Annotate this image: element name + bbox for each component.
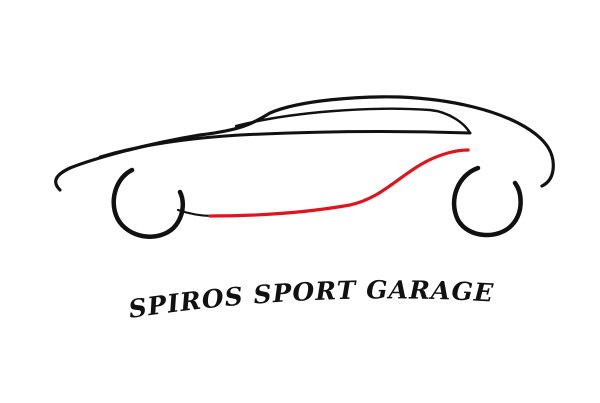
front-wheel-arch: [111, 167, 185, 239]
rear-wheel-arch: [451, 165, 523, 238]
brand-name: SPIROS SPORT GARAGE: [127, 275, 494, 324]
brand-name-text: SPIROS SPORT GARAGE: [127, 275, 495, 324]
sports-car-icon: [54, 95, 555, 239]
red-accent-swoosh: [208, 148, 470, 218]
car-roof-edge: [234, 107, 472, 135]
car-body-outline: [54, 95, 555, 192]
car-window-line: [98, 130, 472, 159]
